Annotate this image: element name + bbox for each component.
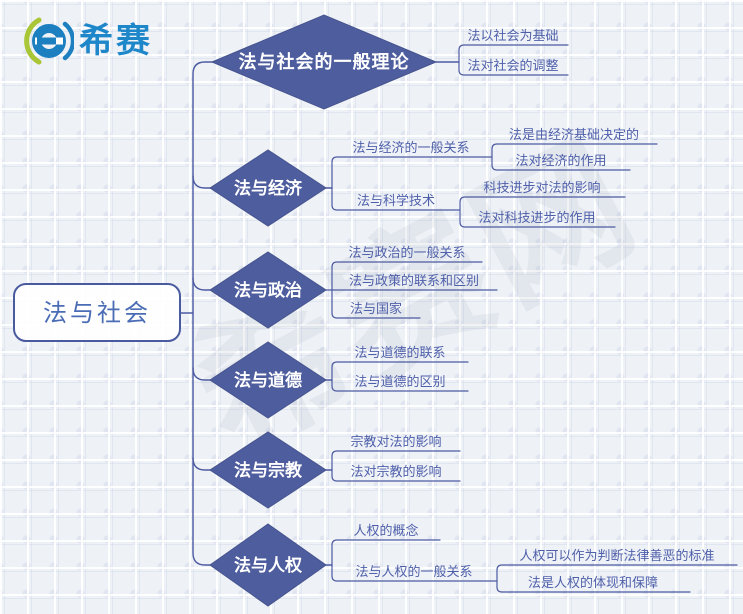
branch-law-morality-diamond[interactable] (209, 341, 327, 419)
topic-law-effect-on-religion[interactable]: 法对宗教的影响 (350, 464, 441, 479)
bracket-law-morality (331, 361, 469, 392)
root-topic[interactable]: 法与社会 (13, 283, 181, 342)
root-topic-box[interactable] (13, 283, 181, 342)
branch-law-politics-label: 法与政治 (234, 280, 302, 300)
topic-human-rights-general-relation[interactable]: 法与人权的一般关系 (355, 564, 472, 579)
topic-law-effect-on-tech-progress[interactable]: 法对科技进步的作用 (478, 210, 595, 225)
topic-law-determined-by-economy[interactable]: 法是由经济基础决定的 (509, 127, 639, 142)
branch-law-politics[interactable]: 法与政治 (209, 251, 327, 329)
topic-economy-general-relation[interactable]: 法与经济的一般关系 (352, 140, 469, 155)
bracket-general-theory (458, 44, 569, 76)
root-topic-label: 法与社会 (43, 300, 151, 327)
logo-green-arc (24, 17, 42, 65)
branch-law-economy[interactable]: 法与经济 (209, 149, 327, 227)
branch-law-human-rights-diamond[interactable] (209, 523, 327, 607)
branch-general-theory[interactable]: 法与社会的一般理论 (210, 14, 438, 110)
topic-morality-connection[interactable]: 法与道德的联系 (354, 345, 445, 360)
topic-morality-difference[interactable]: 法与道德的区别 (354, 374, 445, 389)
topic-tech-progress-effect-on-law[interactable]: 科技进步对法的影响 (483, 180, 600, 195)
bracket-economy-general-relation (491, 143, 658, 171)
topic-law-effect-on-economy[interactable]: 法对经济的作用 (515, 153, 606, 168)
elbow-law-economy (192, 175, 212, 189)
topic-law-adjusts-society[interactable]: 法对社会的调整 (467, 58, 558, 73)
bracket-human-rights-general-relation (496, 564, 738, 593)
branch-law-human-rights-label: 法与人权 (234, 555, 303, 575)
bracket-law-religion (331, 450, 461, 482)
brand-logo-mark (24, 17, 74, 65)
elbow-law-politics (192, 277, 212, 291)
branch-general-theory-label: 法与社会的一般理论 (239, 51, 410, 72)
branch-law-economy-label: 法与经济 (234, 178, 303, 198)
branch-law-politics-diamond[interactable] (209, 251, 327, 329)
branch-law-human-rights[interactable]: 法与人权 (209, 523, 327, 607)
topic-human-rights-concept[interactable]: 人权的概念 (353, 523, 418, 538)
elbow-law-morality (192, 367, 212, 381)
topic-law-policy-relation[interactable]: 法与政策的联系和区别 (349, 273, 479, 288)
trunk-line (192, 61, 214, 566)
branch-law-economy-diamond[interactable] (209, 149, 327, 227)
logo-e-bar (37, 37, 56, 45)
branch-law-religion-diamond[interactable] (209, 431, 327, 509)
branch-law-morality[interactable]: 法与道德 (209, 341, 327, 419)
branch-law-religion[interactable]: 法与宗教 (209, 431, 327, 509)
topic-religion-effect-on-law[interactable]: 宗教对法的影响 (350, 434, 441, 449)
bracket-law-human-rights (331, 539, 498, 582)
brand-name: 希赛 (79, 22, 153, 60)
bracket-law-economy (331, 156, 493, 211)
topic-law-science-tech[interactable]: 法与科学技术 (357, 193, 435, 208)
bracket-law-science-tech (459, 196, 626, 228)
branch-law-religion-label: 法与宗教 (234, 460, 303, 480)
topic-politics-general-relation[interactable]: 法与政治的一般关系 (348, 245, 465, 260)
topic-law-state[interactable]: 法与国家 (350, 301, 402, 316)
brand-logo: 希赛 (18, 16, 153, 66)
logo-right-paren (62, 21, 74, 61)
topic-hr-judge-standard[interactable]: 人权可以作为判断法律善恶的标准 (519, 548, 714, 563)
elbow-law-religion (192, 457, 212, 471)
branch-general-theory-diamond[interactable] (210, 14, 438, 110)
topic-law-embodies-hr[interactable]: 法是人权的体现和保障 (528, 575, 658, 590)
topic-law-based-on-society[interactable]: 法以社会为基础 (467, 28, 558, 43)
branch-law-morality-label: 法与道德 (234, 370, 302, 390)
